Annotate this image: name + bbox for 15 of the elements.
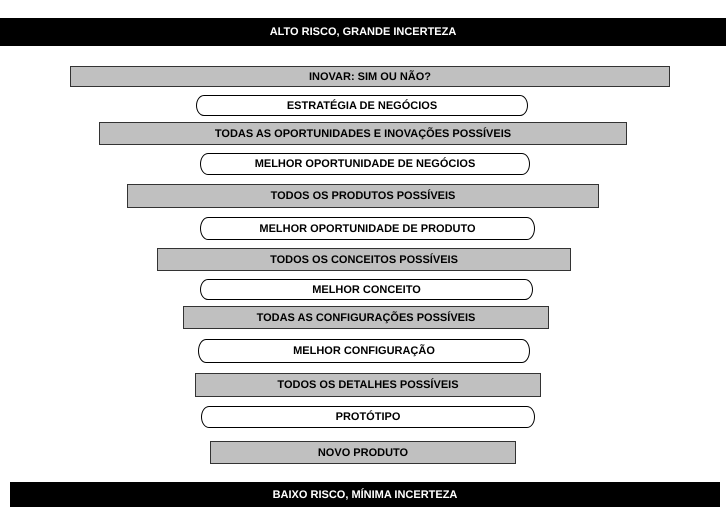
stage-box: INOVAR: SIM OU NÃO? [70,66,670,87]
stage-box: NOVO PRODUTO [210,441,516,464]
result-box: ESTRATÉGIA DE NEGÓCIOS [196,95,528,116]
stage-box: TODAS AS OPORTUNIDADES E INOVAÇÕES POSSÍVEIS [99,122,627,145]
stage-box: TODOS OS CONCEITOS POSSÍVEIS [157,248,571,271]
band-heading: BAIXO RISCO, MÍNIMA INCERTEZA [10,482,720,507]
stage-box: TODOS OS PRODUTOS POSSÍVEIS [127,184,599,208]
result-box: MELHOR OPORTUNIDADE DE PRODUTO [200,217,535,240]
stage-box: TODAS AS CONFIGURAÇÕES POSSÍVEIS [183,306,549,329]
stage-box: TODOS OS DETALHES POSSÍVEIS [195,373,541,397]
result-box: MELHOR OPORTUNIDADE DE NEGÓCIOS [200,153,530,175]
result-box: MELHOR CONCEITO [200,279,533,300]
result-box: MELHOR CONFIGURAÇÃO [198,339,530,363]
band-heading: ALTO RISCO, GRANDE INCERTEZA [0,18,726,46]
result-box: PROTÓTIPO [201,406,535,428]
